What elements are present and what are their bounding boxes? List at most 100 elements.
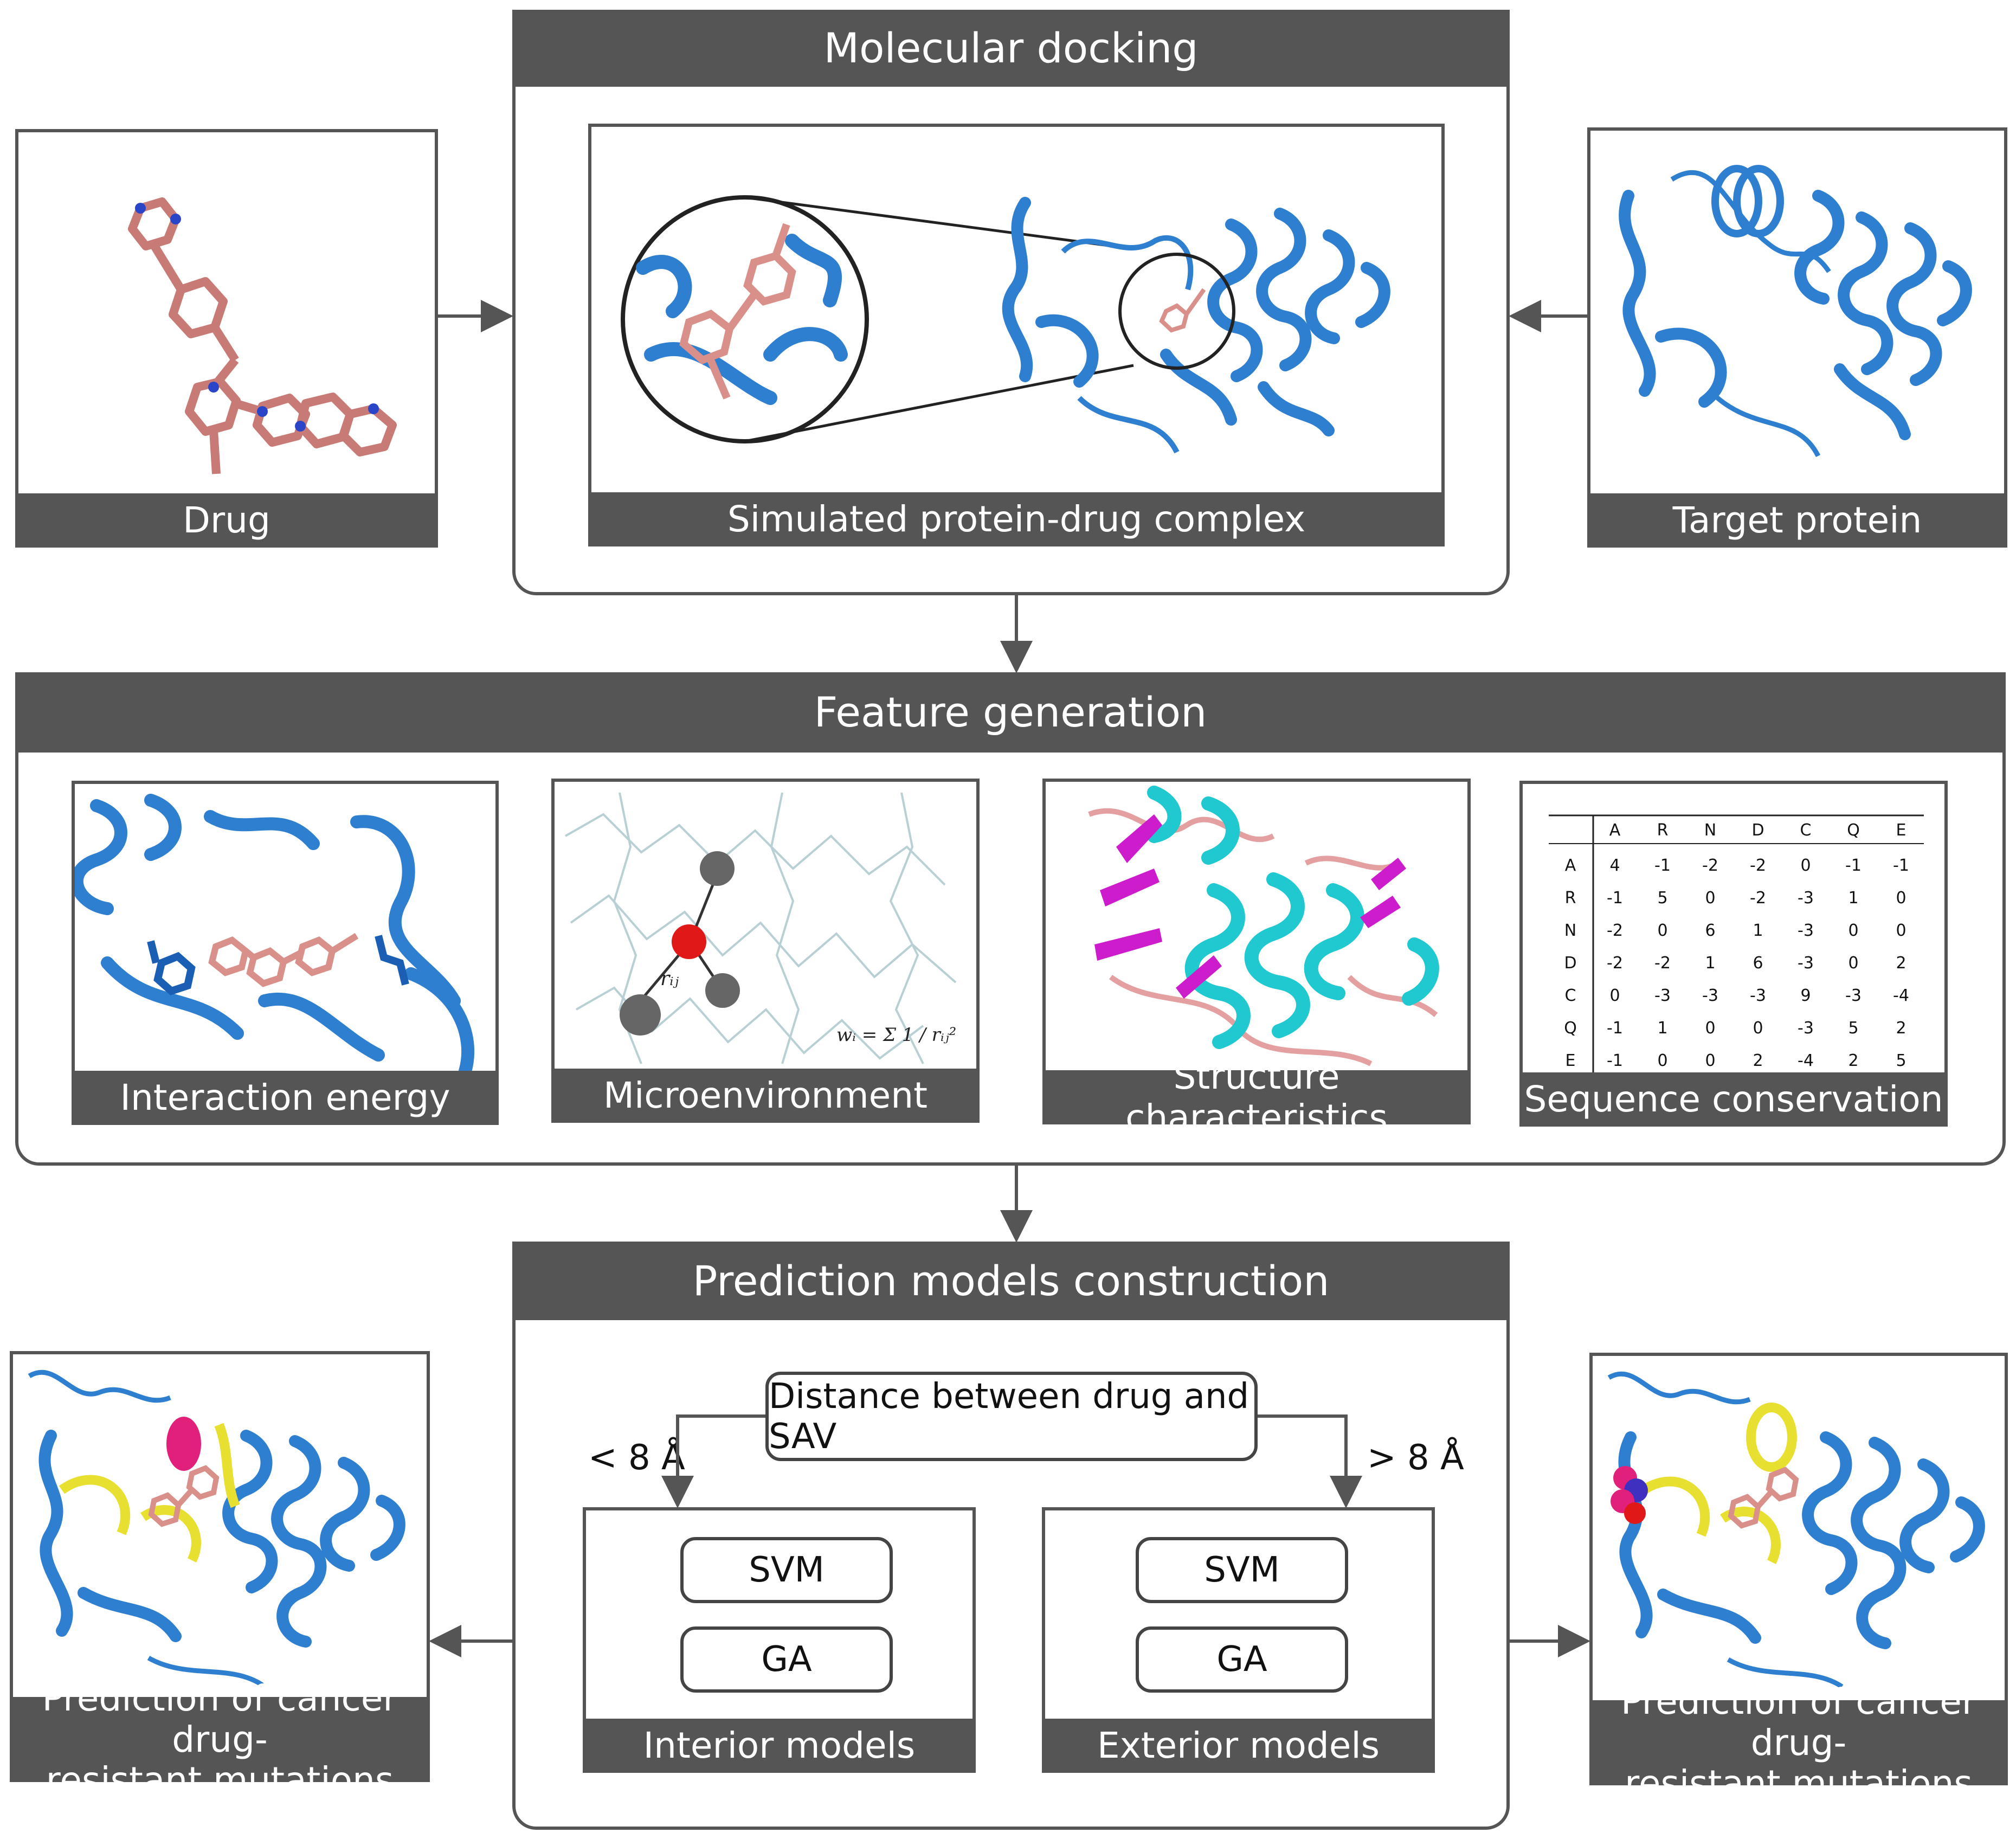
matrix-cell: 2 [1848,1051,1858,1070]
left-output-line1: Prediction of cancer drug- [42,1677,398,1760]
matrix-col-header: Q [1847,821,1860,840]
exterior-svm-box: SVM [1136,1537,1348,1603]
matrix-row-header: R [1565,889,1576,908]
matrix-row-header: A [1565,856,1576,875]
matrix-row-header: N [1564,921,1576,940]
matrix-col-header: C [1800,821,1812,840]
matrix-row-header: Q [1564,1019,1577,1038]
less-than-8a-label: < 8 Å [588,1438,685,1478]
matrix-cell: 0 [1657,921,1667,940]
matrix-cell: 0 [1705,889,1715,908]
matrix-row-header: D [1564,954,1576,973]
interaction-energy-image [75,794,475,1076]
interior-ga-box: GA [680,1626,893,1693]
structure-panel [1042,779,1471,1124]
complex-panel [588,124,1445,546]
interaction-energy-panel [72,781,499,1125]
left-output-line2: resistant mutations [46,1759,394,1802]
microenvironment-panel: rᵢⱼ wᵢ = Σ 1 / rᵢⱼ² [551,779,980,1123]
distance-decision-box: Distance between drug and SAV [765,1372,1258,1461]
matrix-cell: -2 [1654,954,1671,973]
target-label: Target protein [1587,493,2007,548]
matrix-cell: 1 [1848,889,1858,908]
matrix-cell: 0 [1800,856,1811,875]
matrix-row-header: E [1566,1051,1576,1070]
microenvironment-label: Microenvironment [551,1069,980,1123]
matrix-col-header: N [1704,821,1716,840]
feature-generation-title: Feature generation [15,672,2006,753]
interior-models-label: Interior models [583,1719,976,1773]
structure-image [1088,786,1439,1066]
protein-drug-complex-image [621,195,1390,454]
matrix-cell: -4 [1798,1051,1814,1070]
matrix-cell: 0 [1705,1019,1715,1038]
exterior-models-label: Exterior models [1042,1719,1435,1773]
matrix-cell: -1 [1845,856,1862,875]
matrix-cell: -1 [1607,1019,1623,1038]
matrix-cell: -1 [1607,889,1623,908]
matrix-cell: -1 [1893,856,1909,875]
matrix-col-header: R [1657,821,1669,840]
matrix-cell: 9 [1800,986,1811,1005]
left-mutation-structure-image [28,1369,405,1687]
matrix-cell: -3 [1798,921,1814,940]
matrix-cell: 1 [1657,1019,1667,1038]
matrix-cell: -3 [1702,986,1718,1005]
prediction-title: Prediction models construction [512,1242,1510,1320]
greater-than-8a-label: > 8 Å [1367,1438,1464,1478]
right-output-line1: Prediction of cancer drug- [1620,1680,1977,1764]
matrix-cell: 6 [1705,921,1715,940]
matrix-cell: 0 [1848,954,1858,973]
right-mutation-structure-image [1607,1371,1985,1689]
molecular-docking-title: Molecular docking [512,10,1510,87]
matrix-col-header: A [1609,821,1621,840]
matrix-cell: 5 [1896,1051,1906,1070]
matrix-cell: 0 [1609,986,1620,1005]
matrix-cell: -1 [1607,1051,1623,1070]
rij-label: rᵢⱼ [660,968,679,990]
matrix-cell: -3 [1798,889,1814,908]
matrix-cell: 2 [1753,1051,1763,1070]
matrix-row-header: C [1565,986,1576,1005]
matrix-cell: 4 [1609,856,1620,875]
matrix-cell: 1 [1705,954,1715,973]
matrix-cell: -3 [1750,986,1766,1005]
matrix-cell: 1 [1753,921,1763,940]
right-output-label: Prediction of cancer drug- resistant mut… [1589,1681,2008,1804]
matrix-cell: 2 [1896,954,1906,973]
matrix-cell: -2 [1607,921,1623,940]
matrix-cell: 0 [1896,921,1906,940]
structure-label: Structure characteristics [1042,1056,1471,1138]
matrix-cell: -1 [1654,856,1671,875]
drug-panel [15,129,438,548]
matrix-cell: -2 [1750,889,1766,908]
interior-svm-box: SVM [680,1537,893,1603]
drug-molecule-image [128,197,397,474]
matrix-cell: -2 [1607,954,1623,973]
right-output-line2: resistant mutations [1625,1763,1973,1805]
complex-label: Simulated protein-drug complex [588,492,1445,546]
matrix-cell: 5 [1657,889,1667,908]
matrix-cell: -3 [1654,986,1671,1005]
matrix-cell: -4 [1893,986,1909,1005]
microenvironment-image: rᵢⱼ wᵢ = Σ 1 / rᵢⱼ² [565,792,957,1064]
matrix-cell: 0 [1896,889,1906,908]
matrix-cell: -3 [1798,1019,1814,1038]
drug-label: Drug [15,493,438,548]
matrix-cell: 2 [1896,1019,1906,1038]
exterior-ga-box: GA [1136,1626,1348,1693]
weight-formula: wᵢ = Σ 1 / rᵢⱼ² [836,1024,956,1046]
matrix-col-header: D [1751,821,1764,840]
matrix-cell: -2 [1702,856,1718,875]
matrix-cell: 6 [1753,954,1763,973]
matrix-cell: 5 [1848,1019,1858,1038]
left-output-label: Prediction of cancer drug- resistant mut… [10,1677,430,1801]
matrix-cell: -3 [1798,954,1814,973]
matrix-cell: -2 [1750,856,1766,875]
conservation-label: Sequence conservation [1519,1072,1948,1127]
matrix-cell: 0 [1705,1051,1715,1070]
interaction-energy-label: Interaction energy [72,1071,499,1125]
matrix-cell: 0 [1753,1019,1763,1038]
target-panel [1587,127,2007,548]
